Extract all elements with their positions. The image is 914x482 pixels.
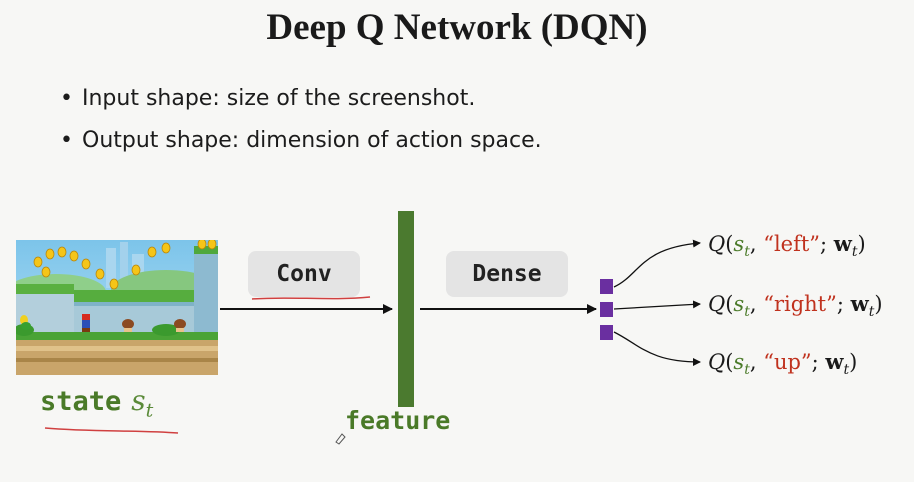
q-value-up: Q(st, “up”; wt) [708, 349, 858, 379]
bullet-list: Input shape: size of the screenshot. Out… [60, 83, 542, 167]
bullet-input-shape: Input shape: size of the screenshot. [60, 83, 542, 125]
line-to-right [613, 300, 701, 310]
game-screenshot-image [16, 240, 218, 375]
q-value-right: Q(st, “right”; wt) [708, 291, 883, 321]
state-underline [44, 427, 179, 434]
curve-to-up [613, 331, 701, 366]
dense-layer-box: Dense [446, 251, 568, 297]
feature-vector-bar [398, 211, 414, 407]
bullet-output-shape: Output shape: dimension of action space. [60, 125, 542, 167]
slide-title: Deep Q Network (DQN) [266, 7, 648, 48]
conv-underline [251, 296, 371, 300]
curve-to-left [613, 239, 701, 288]
output-unit-right [600, 302, 613, 317]
pen-cursor-icon [335, 433, 346, 445]
output-unit-left [600, 279, 613, 294]
conv-layer-box: Conv [248, 251, 360, 297]
output-unit-up [600, 325, 613, 340]
feature-label: feature [345, 406, 451, 435]
state-symbol: st [131, 384, 154, 422]
state-word: state [40, 386, 122, 417]
q-value-left: Q(st, “left”; wt) [708, 231, 866, 261]
